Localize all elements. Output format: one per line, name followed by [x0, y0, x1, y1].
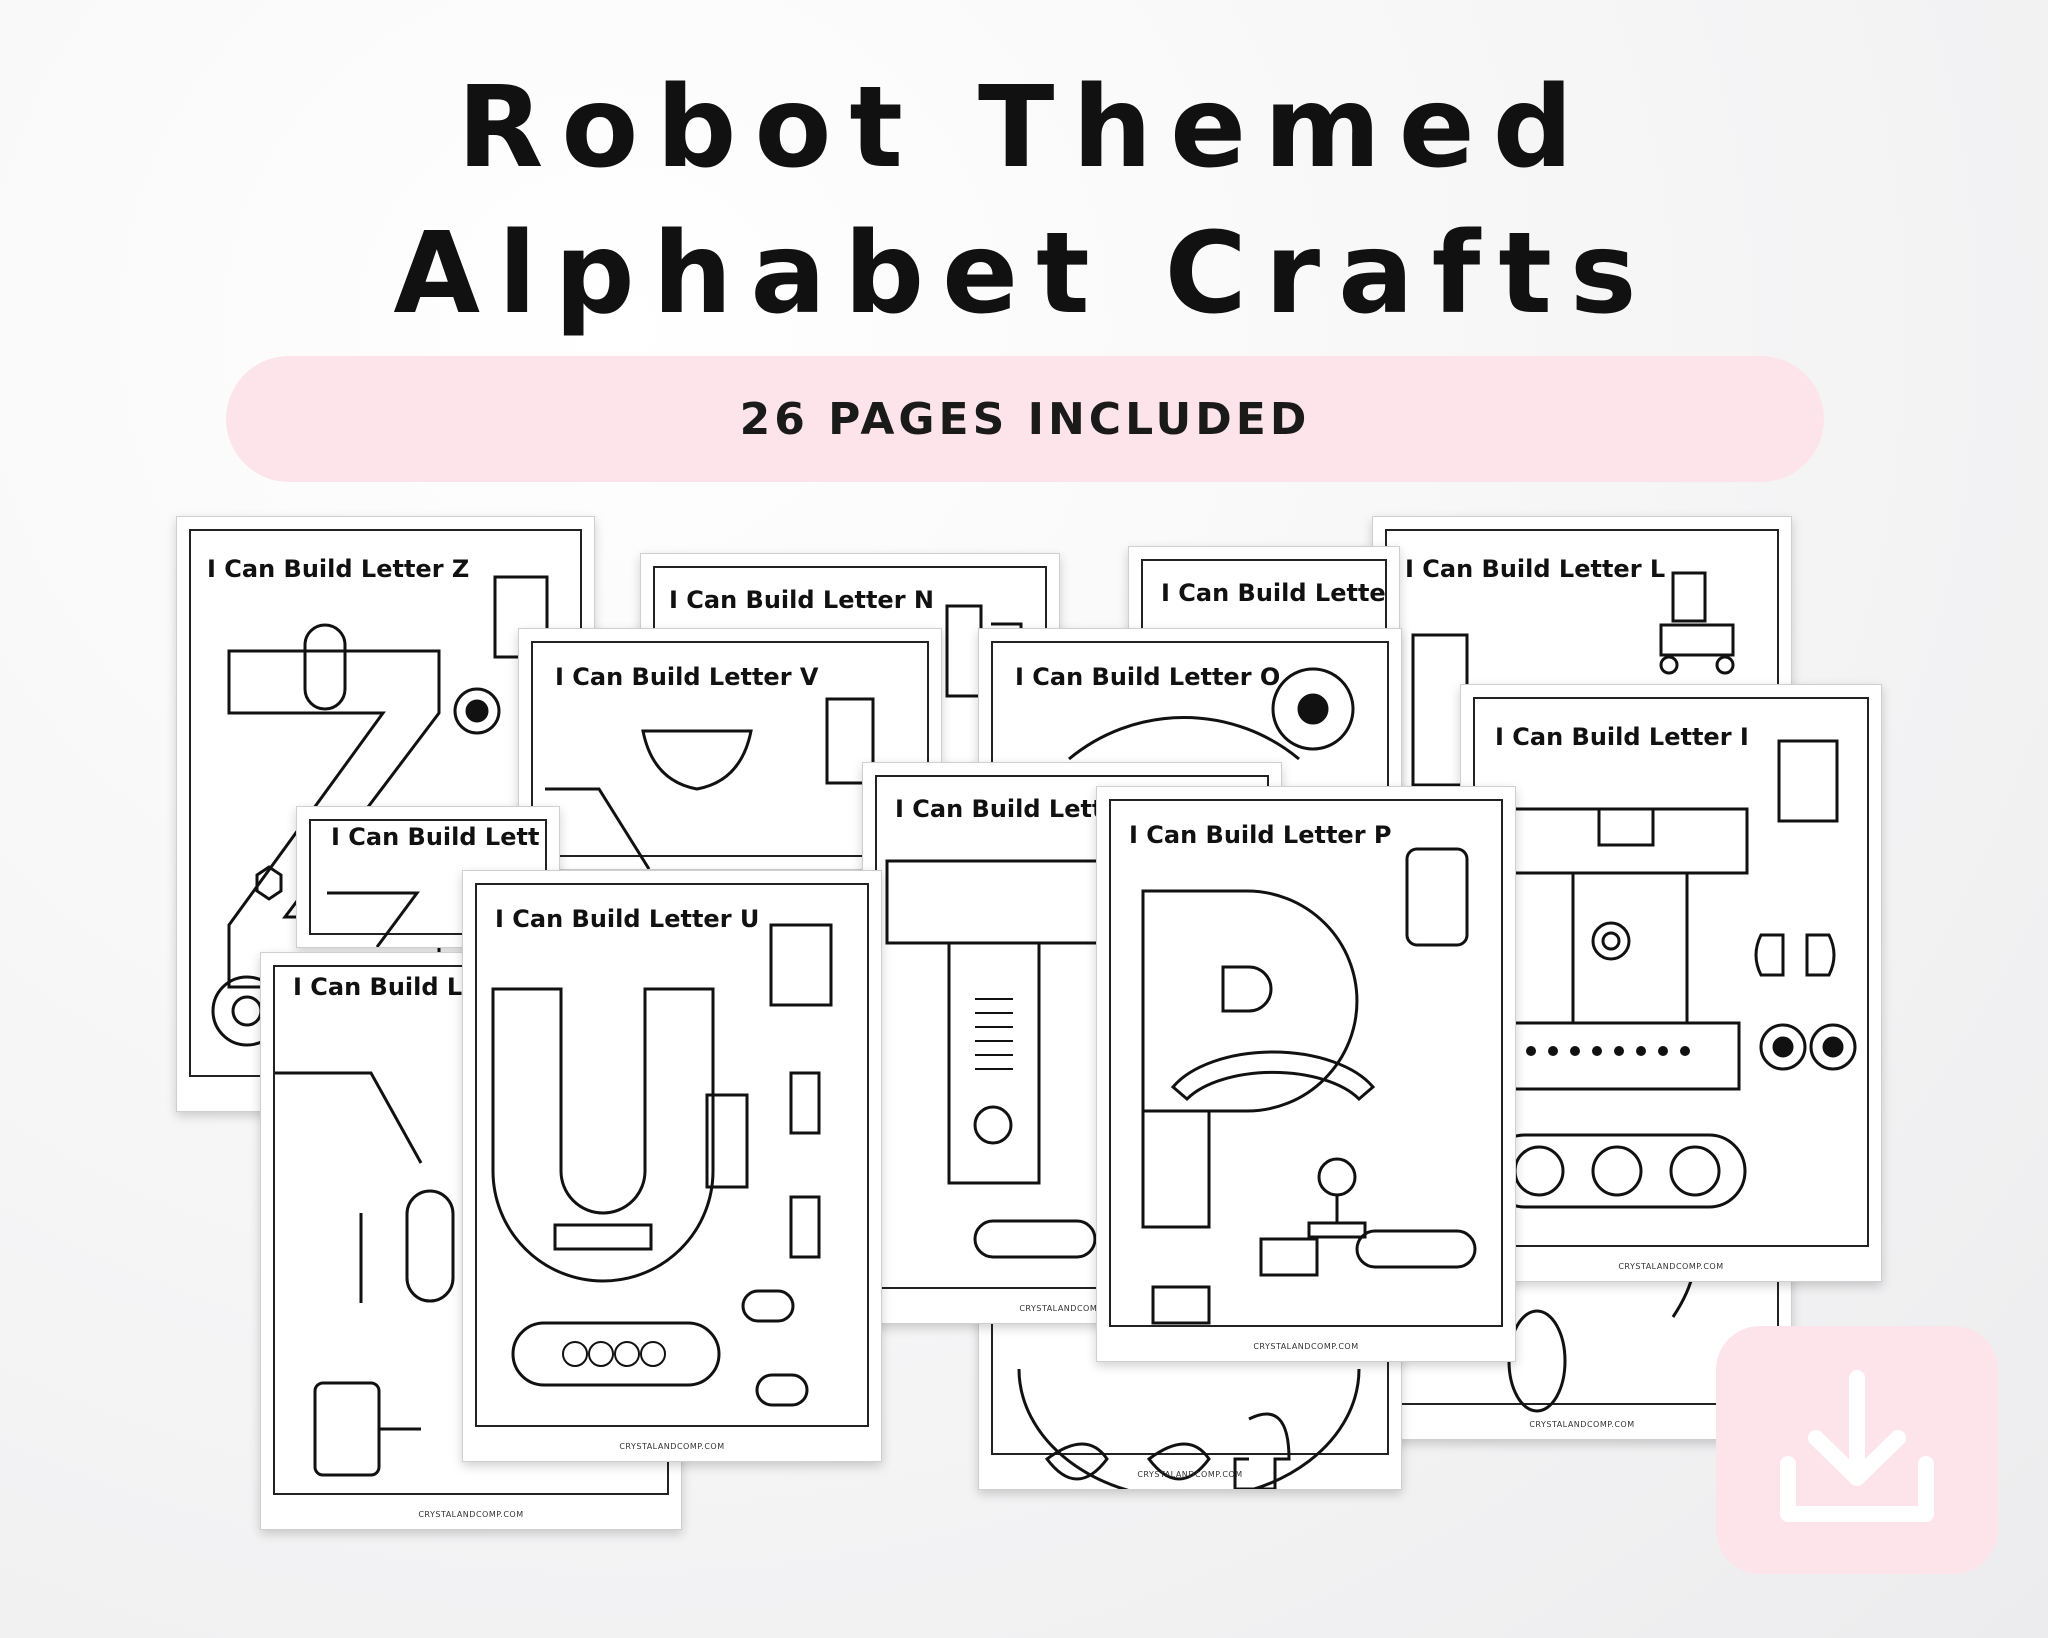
- letter-y-artwork: [275, 1071, 455, 1477]
- worksheet-title: I Can Build Letter P: [1129, 821, 1392, 849]
- letter-v-artwork: [545, 697, 875, 869]
- worksheet-letter-p: I Can Build Letter P CRYSTALANDCOMP.COM: [1096, 786, 1516, 1362]
- worksheet-footer: CRYSTALANDCOMP.COM: [1019, 1304, 1125, 1313]
- pages-included-banner: 26 PAGES INCLUDED: [226, 356, 1824, 482]
- headline-line-1: Robot Themed: [457, 63, 1591, 193]
- download-icon: [1780, 1370, 1934, 1522]
- worksheet-footer: CRYSTALANDCOMP.COM: [418, 1510, 524, 1519]
- worksheet-letter-u: I Can Build Letter U CRYSTALANDCOMP.COM: [462, 870, 882, 1462]
- worksheet-title: I Can Build Letter V: [555, 663, 819, 691]
- worksheet-title: I Can Build Letter N: [669, 586, 934, 614]
- worksheet-title: I Can Build Le: [293, 973, 479, 1001]
- worksheet-footer: CRYSTALANDCOMP.COM: [1618, 1262, 1724, 1271]
- worksheet-title: I Can Build Lette: [895, 795, 1120, 823]
- worksheet-title: I Can Build Letter L: [1405, 555, 1666, 583]
- worksheet-title: I Can Build Letter I: [1495, 723, 1749, 751]
- download-button[interactable]: [1716, 1326, 1998, 1574]
- letter-o-artwork: [1017, 667, 1361, 1489]
- worksheet-title: I Can Build Lette: [1161, 579, 1386, 607]
- worksheet-footer: CRYSTALANDCOMP.COM: [619, 1442, 725, 1451]
- letter-t-artwork: [885, 859, 1219, 1259]
- worksheet-footer: CRYSTALANDCOMP.COM: [1529, 1420, 1635, 1429]
- worksheet-letter-i: I Can Build Letter I CRYSTALANDCOMP.COM: [1460, 684, 1882, 1282]
- worksheet-footer: CRYSTALANDCOMP.COM: [1137, 1470, 1243, 1479]
- worksheet-title: I Can Build Letter O: [1015, 663, 1281, 691]
- headline-line-2: Alphabet Crafts: [393, 209, 1655, 339]
- letter-x-artwork: [327, 891, 420, 947]
- worksheet-title: I Can Build Letter Z: [207, 555, 470, 583]
- worksheet-title: I Can Build Letter U: [495, 905, 760, 933]
- pages-included-label: 26 PAGES INCLUDED: [739, 393, 1311, 445]
- letter-i-artwork: [1487, 739, 1857, 1209]
- letter-p-artwork: [1141, 847, 1477, 1325]
- letter-z-artwork: [211, 575, 549, 1047]
- letter-u-artwork: [491, 923, 833, 1407]
- worksheet-title: I Can Build Lett: [331, 823, 540, 851]
- worksheet-footer: CRYSTALANDCOMP.COM: [1253, 1342, 1359, 1351]
